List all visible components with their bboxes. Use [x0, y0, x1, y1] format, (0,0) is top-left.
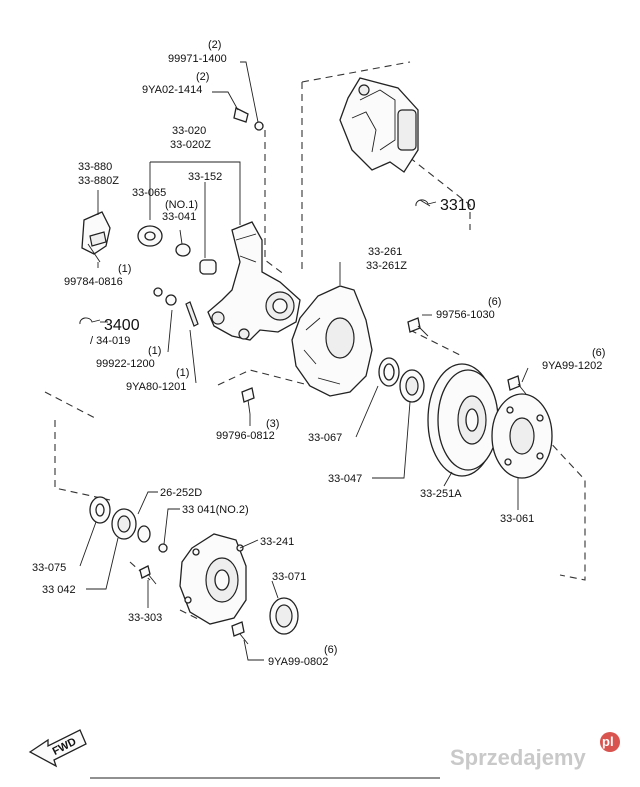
- dust-shield-33-261: [291, 285, 373, 397]
- label-99756-qty: (6): [488, 296, 501, 308]
- label-33-075: 33-075: [32, 562, 66, 574]
- label-33-047: 33-047: [328, 473, 362, 485]
- dashed-guide-lines: [44, 61, 586, 621]
- watermark-logo: Sprzedajemy pl: [450, 732, 620, 770]
- label-9ya02: 9YA02-1414: [142, 84, 202, 96]
- leader-lines: [79, 61, 529, 661]
- label-99784: 99784-0816: [64, 276, 123, 288]
- brake-disc-33-251A: [427, 363, 499, 477]
- label-no1: (NO.1): [165, 199, 198, 211]
- label-33-152: 33-152: [188, 171, 222, 183]
- label-99796-qty: (3): [266, 418, 279, 430]
- label-33-251a: 33-251A: [420, 488, 462, 500]
- label-99971-qty: (2): [208, 39, 221, 51]
- label-33-880: 33-880: [78, 161, 112, 173]
- label-33-041: 33-041: [162, 211, 196, 223]
- label-33-065: 33-065: [132, 187, 166, 199]
- label-33-020z: 33-020Z: [170, 139, 211, 151]
- forward-arrow-icon: FWD: [28, 729, 87, 768]
- label-33-041-no2: 33 041(NO.2): [182, 504, 249, 516]
- lower-hub-assembly: [89, 496, 299, 645]
- bolts-upper-right: [241, 317, 527, 415]
- label-99922-qty: (1): [148, 345, 161, 357]
- label-9ya02-qty: (2): [196, 71, 209, 83]
- label-9ya99-1202-qty: (6): [592, 347, 605, 359]
- label-9ya99-0802-qty: (6): [324, 644, 337, 656]
- watermark-text: Sprzedajemy: [450, 745, 586, 770]
- label-33-261z: 33-261Z: [366, 260, 407, 272]
- steering-knuckle-33-020: [207, 221, 301, 341]
- label-33-020: 33-020: [172, 125, 206, 137]
- label-99796: 99796-0812: [216, 430, 275, 442]
- label-9ya99-0802: 9YA99-0802: [268, 656, 328, 668]
- label-26-252d: 26-252D: [160, 487, 202, 499]
- bearing-seals: [378, 357, 425, 403]
- wheel-hub-33-061: [491, 393, 553, 479]
- label-99756: 99756-1030: [436, 309, 495, 321]
- upper-small-parts: [137, 107, 264, 327]
- brake-caliper-3310: [339, 77, 419, 173]
- watermark-tld: pl: [602, 734, 614, 749]
- label-33-880z: 33-880Z: [78, 175, 119, 187]
- label-99784-qty: (1): [118, 263, 131, 275]
- label-34-019: / 34-019: [90, 335, 130, 347]
- bracket-33-880: [81, 211, 111, 263]
- label-3400: 3400: [104, 317, 140, 334]
- reference-arrow-icon: [79, 199, 437, 325]
- label-99922: 99922-1200: [96, 358, 155, 370]
- label-9ya80: 9YA80-1201: [126, 381, 186, 393]
- watermark-badge: [600, 732, 620, 752]
- part-labels: (2) 99971-1400 (2) 9YA02-1414 33-020 33-…: [32, 39, 605, 668]
- label-33-303: 33-303: [128, 612, 162, 624]
- label-9ya80-qty: (1): [176, 367, 189, 379]
- label-33-261: 33-261: [368, 246, 402, 258]
- label-33-241: 33-241: [260, 536, 294, 548]
- label-33-071: 33-071: [272, 571, 306, 583]
- label-99971: 99971-1400: [168, 53, 227, 65]
- label-9ya99-1202: 9YA99-1202: [542, 360, 602, 372]
- label-3310: 3310: [440, 197, 476, 214]
- label-33-061: 33-061: [500, 513, 534, 525]
- label-33-042: 33 042: [42, 584, 76, 596]
- label-33-067: 33-067: [308, 432, 342, 444]
